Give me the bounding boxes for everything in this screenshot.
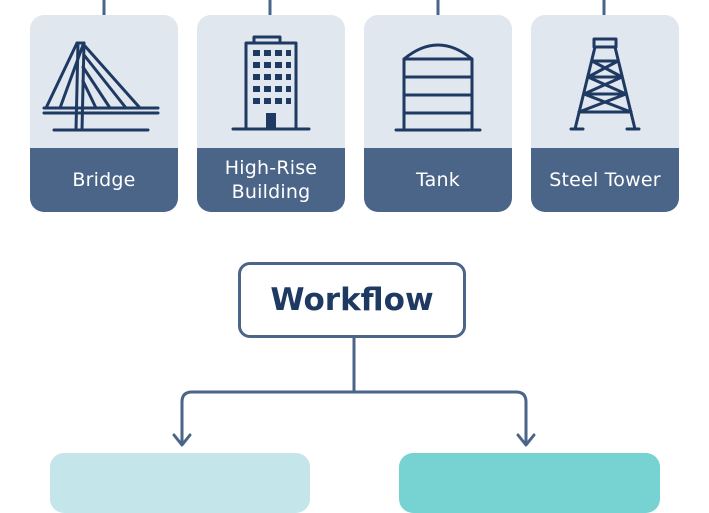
right-arrowhead xyxy=(516,433,536,447)
workflow-box: Workflow xyxy=(238,262,466,338)
structure-card-tank: Tank xyxy=(364,15,512,212)
structure-label: Bridge xyxy=(30,148,178,212)
tower-icon xyxy=(569,37,641,131)
bottom-panel-right xyxy=(399,453,660,513)
structure-card-tower: Steel Tower xyxy=(531,15,679,212)
structure-label: Tank xyxy=(364,148,512,212)
structure-card-highrise: High-Rise Building xyxy=(197,15,345,212)
building-icon xyxy=(231,35,311,131)
tank-icon xyxy=(394,43,482,132)
structure-label: High-Rise Building xyxy=(197,148,345,212)
connector-lines xyxy=(102,0,606,447)
branch-horizontal xyxy=(180,390,528,446)
structure-label: Steel Tower xyxy=(531,148,679,212)
bottom-panel-left xyxy=(50,453,310,513)
bridge-icon xyxy=(42,41,160,132)
structure-card-bridge: Bridge xyxy=(30,15,178,212)
left-arrowhead xyxy=(172,433,192,447)
